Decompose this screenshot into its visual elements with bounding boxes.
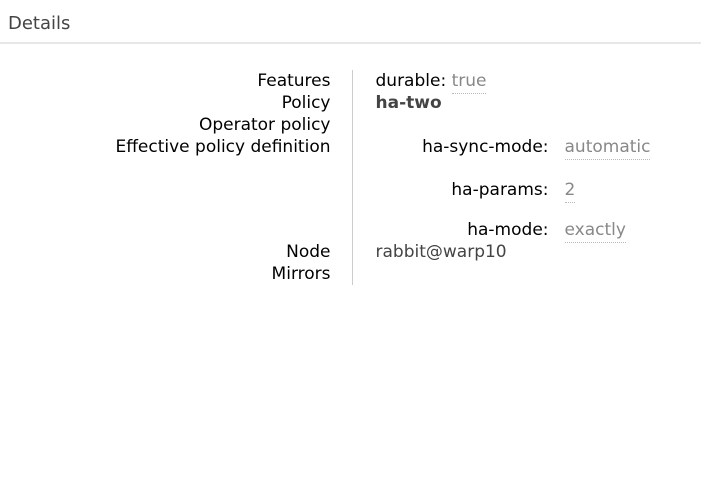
ha-params-value: 2 xyxy=(564,180,576,203)
ha-sync-mode-value: automatic xyxy=(564,137,651,160)
ha-mode-key: ha-mode: xyxy=(467,220,549,240)
durable-key: durable: xyxy=(375,71,447,91)
row-features: Features durable: true xyxy=(0,70,701,94)
node-value-cell: rabbit@warp10 xyxy=(351,241,701,263)
ha-mode-value: exactly xyxy=(564,220,626,243)
arg-row-ha-params: ha-params: 2 xyxy=(376,179,651,219)
durable-value: true xyxy=(451,71,487,94)
row-mirrors: Mirrors xyxy=(0,263,701,285)
node-value: rabbit@warp10 xyxy=(375,242,507,262)
node-label: Node xyxy=(286,242,331,262)
effective-policy-definition-label: Effective policy definition xyxy=(115,137,331,157)
row-node: Node rabbit@warp10 xyxy=(0,241,701,263)
row-effective-policy-definition: Effective policy definition ha-sync-mode… xyxy=(0,136,701,243)
mirrors-label: Mirrors xyxy=(271,264,331,284)
details-table: Features durable: true Policy ha-two Ope… xyxy=(0,70,701,285)
operator-policy-value-cell xyxy=(351,114,701,136)
policy-value-cell: ha-two xyxy=(351,92,701,114)
ha-params-key: ha-params: xyxy=(451,180,549,200)
arg-row-ha-sync-mode: ha-sync-mode: automatic xyxy=(376,136,651,179)
details-panel: Details Features durable: true Policy ha… xyxy=(0,0,701,285)
effective-policy-args-table: ha-sync-mode: automatic ha-params: 2 xyxy=(376,136,651,243)
section-title: Details xyxy=(0,0,701,44)
ha-sync-mode-key: ha-sync-mode: xyxy=(422,137,549,157)
mirrors-value-cell xyxy=(351,263,701,285)
policy-link[interactable]: ha-two xyxy=(375,93,442,113)
policy-label: Policy xyxy=(281,93,331,113)
features-label: Features xyxy=(257,71,331,91)
arg-row-ha-mode: ha-mode: exactly xyxy=(376,219,651,243)
operator-policy-label: Operator policy xyxy=(198,115,331,135)
row-policy: Policy ha-two xyxy=(0,92,701,114)
effective-policy-definition-value-cell: ha-sync-mode: automatic ha-params: 2 xyxy=(351,136,701,243)
features-value-cell: durable: true xyxy=(351,70,701,94)
row-operator-policy: Operator policy xyxy=(0,114,701,136)
